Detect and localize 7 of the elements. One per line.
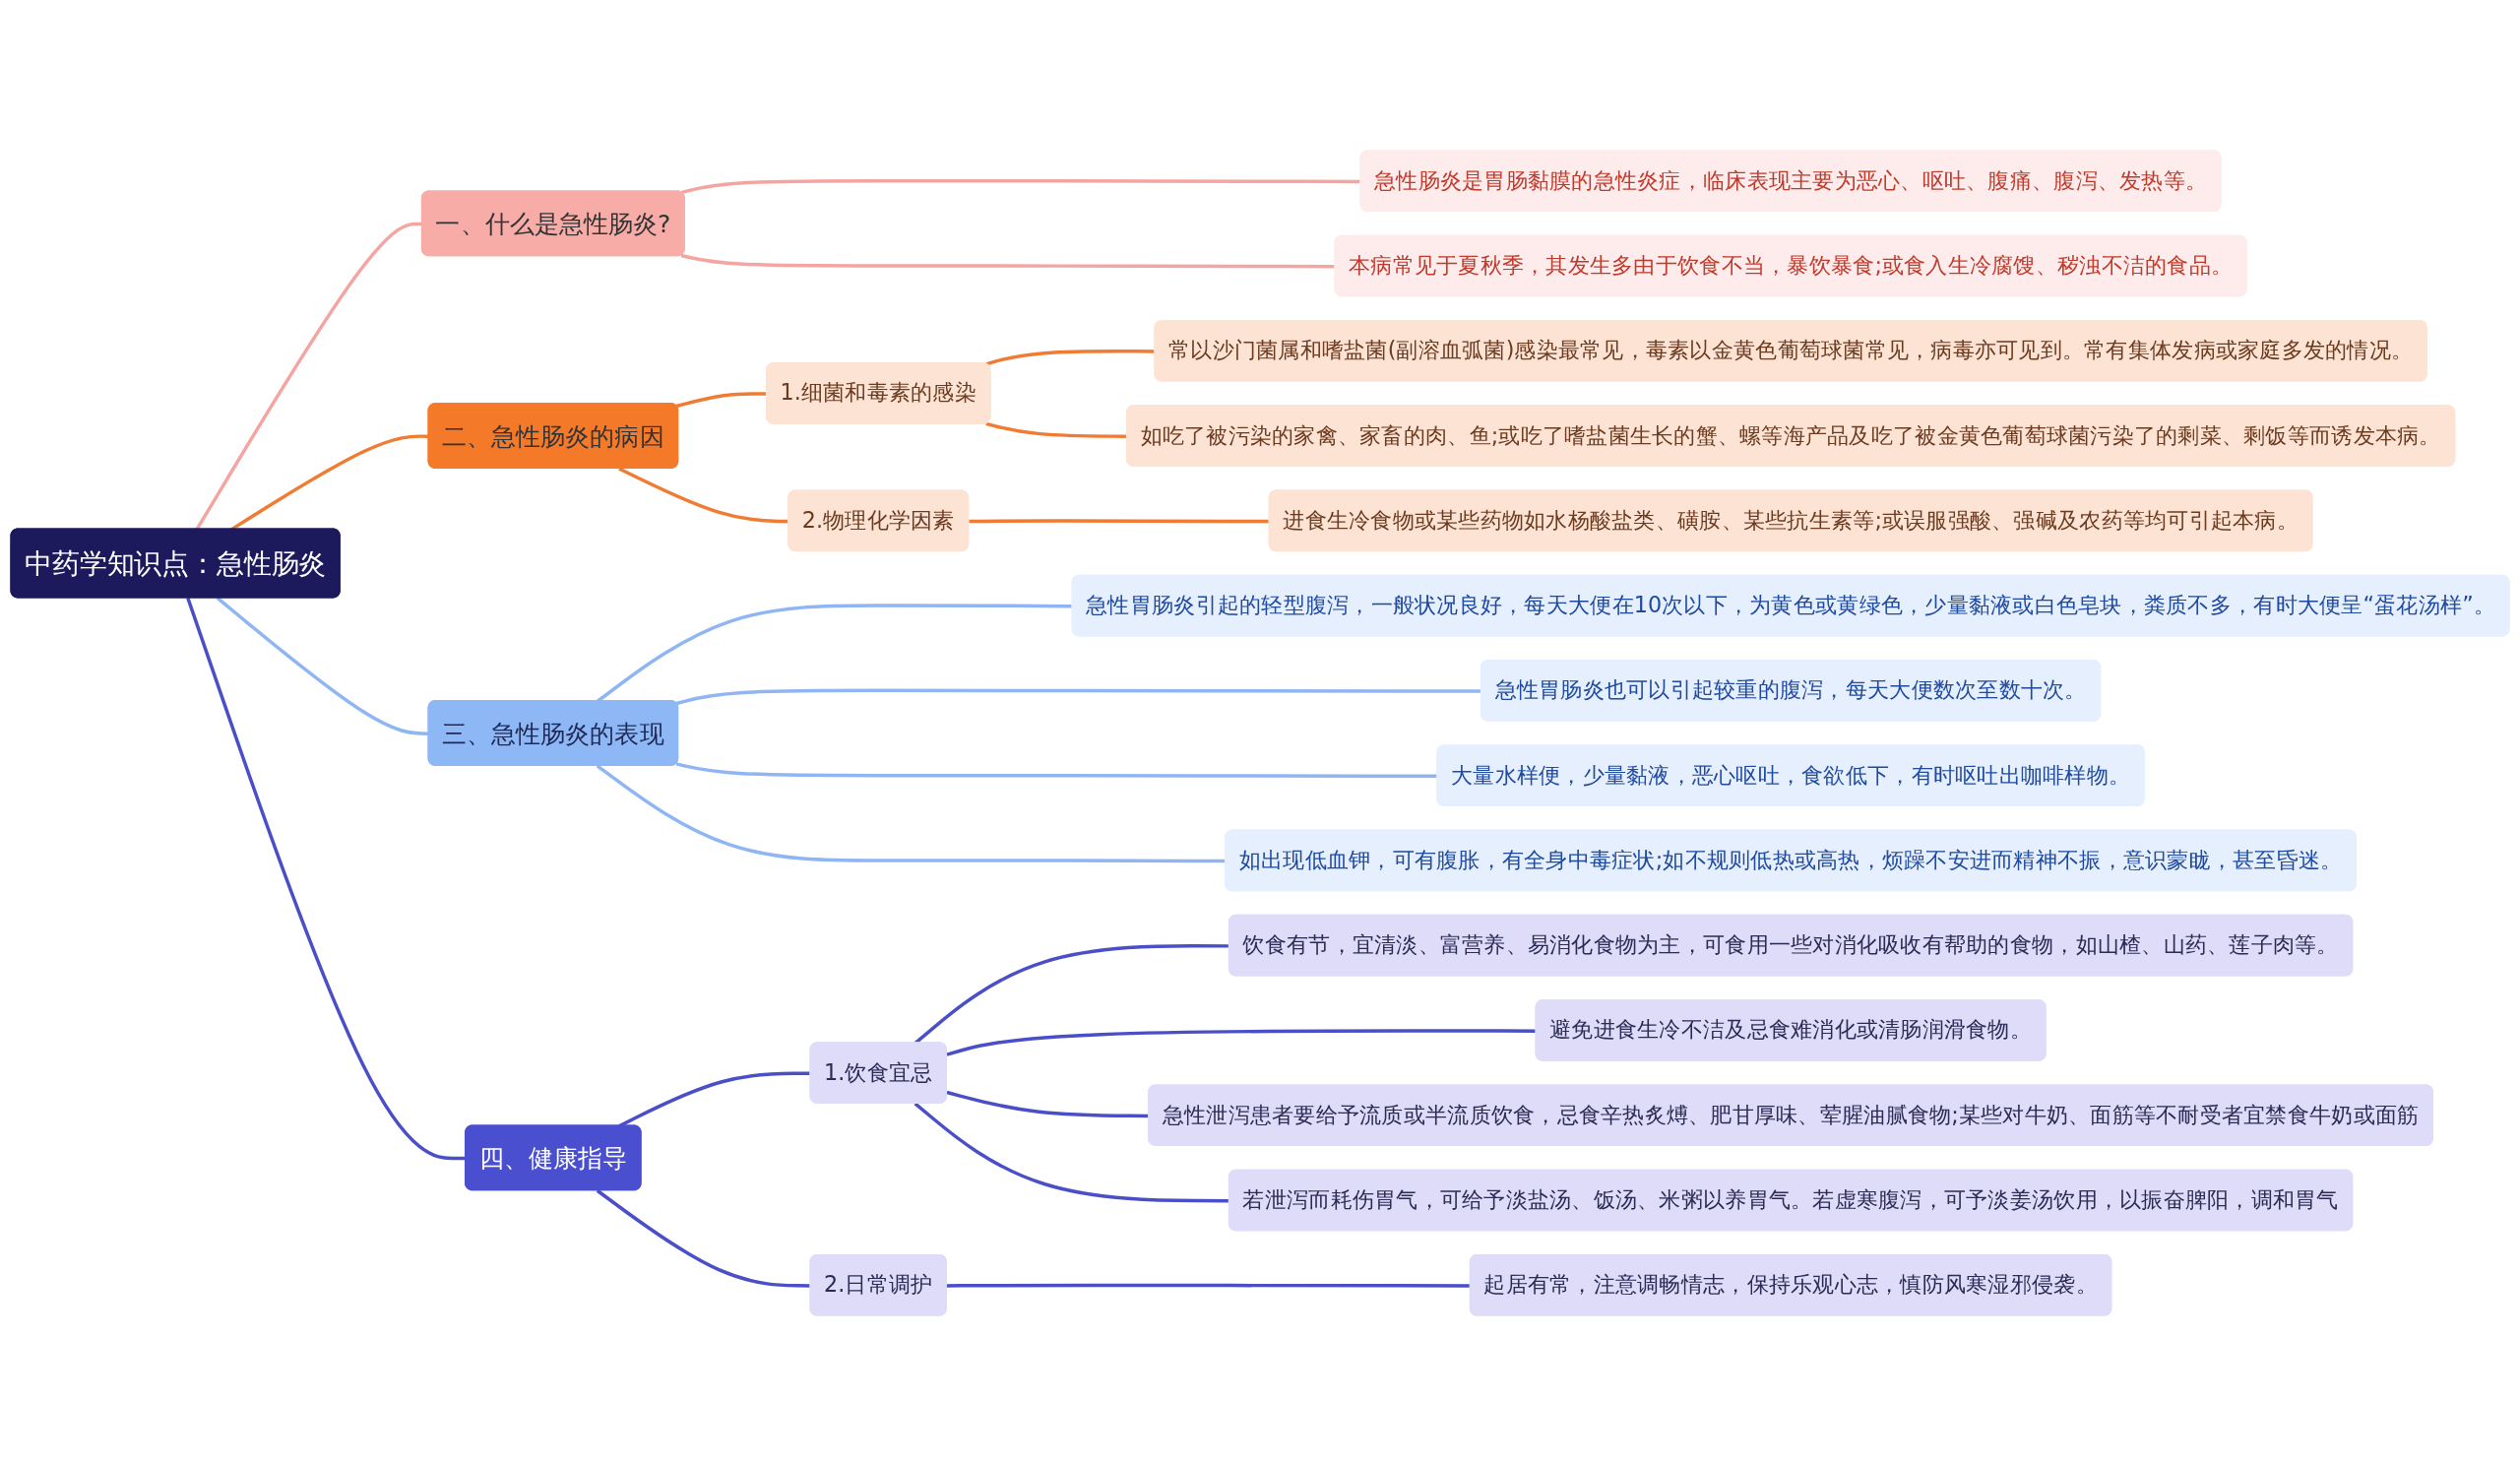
connector (596, 1188, 811, 1288)
connector (675, 762, 1438, 779)
connector (216, 597, 429, 735)
connector (680, 179, 1361, 195)
connector (985, 350, 1156, 366)
connector (946, 1029, 1537, 1056)
connector (680, 253, 1336, 269)
